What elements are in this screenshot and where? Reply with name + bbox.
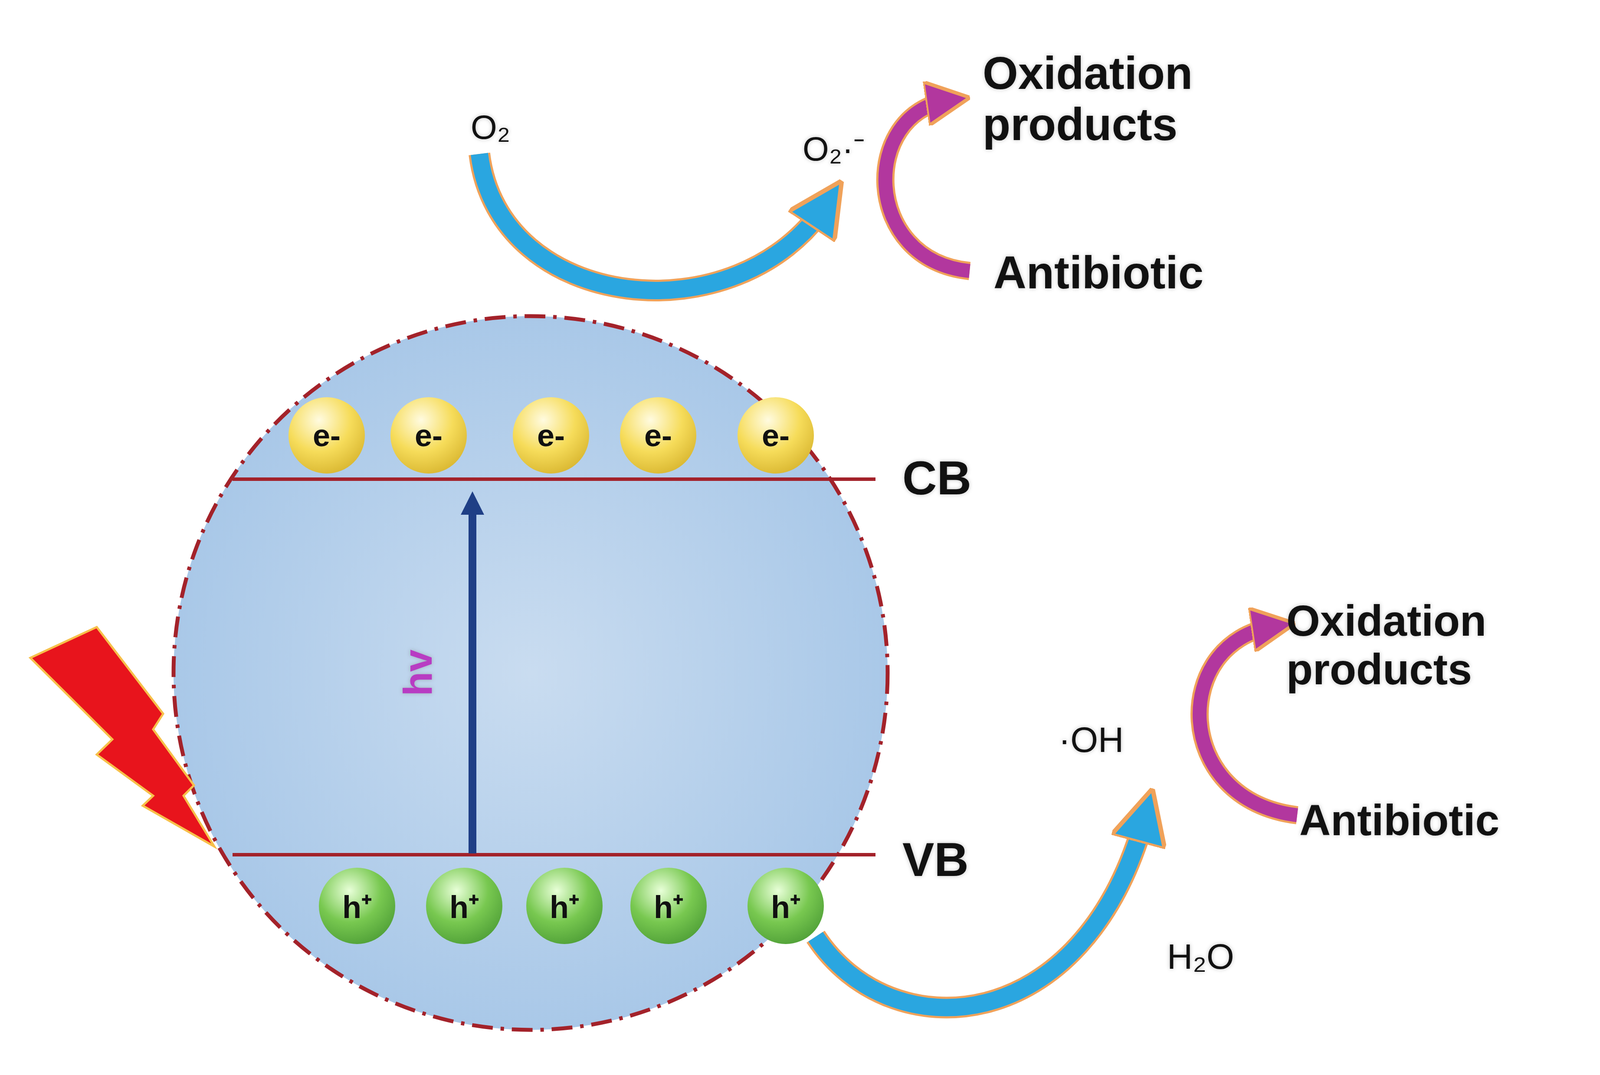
valence-band-line (232, 853, 876, 857)
electron-circle: e- (512, 397, 590, 474)
species-label: ·OH (1058, 720, 1124, 761)
hole-circle: h⁺ (426, 868, 503, 945)
hole-circle: h⁺ (526, 868, 603, 945)
arrow-outline (885, 100, 970, 272)
band-label: CB (902, 451, 972, 505)
light-bolt (30, 627, 215, 847)
reduction-arrow (479, 154, 827, 291)
hole-circle: h⁺ (630, 868, 707, 945)
excitation-arrow (468, 503, 477, 854)
species-label: H₂O (1167, 937, 1235, 978)
electron-label: e- (312, 417, 341, 454)
hole-label: h⁺ (653, 885, 684, 928)
species-label: O₂·⁻ (802, 130, 865, 168)
electron-circle: e- (737, 397, 814, 474)
pollutant-label: Antibiotic (1299, 796, 1500, 845)
electron-label: e- (414, 417, 443, 454)
hole-label: h⁺ (549, 885, 580, 928)
degradation-arrow (885, 100, 970, 272)
band-label: VB (902, 832, 969, 887)
electron-label: e- (644, 417, 673, 454)
product-label: Oxidation products (1286, 596, 1582, 694)
photocatalyst-particle (173, 316, 888, 1031)
hole-circle: h⁺ (747, 868, 824, 945)
hole-label: h⁺ (770, 885, 801, 928)
hole-label: h⁺ (342, 885, 372, 928)
hole-label: h⁺ (449, 885, 479, 928)
electron-circle: e- (619, 397, 697, 474)
arrow-outline (479, 154, 827, 291)
arrow-outline (815, 815, 1146, 1009)
electron-label: e- (761, 417, 790, 454)
electron-circle: e- (390, 397, 467, 474)
oxidation-arrow (815, 815, 1146, 1009)
arrow-outline (1199, 626, 1298, 816)
hole-circle: h⁺ (318, 868, 396, 945)
electron-label: e- (537, 417, 565, 454)
energy-label: hv (395, 649, 441, 697)
conduction-band-line (232, 477, 876, 482)
species-label: O₂ (470, 108, 511, 147)
degradation-arrow (1199, 626, 1298, 816)
electron-circle: e- (288, 397, 365, 474)
pollutant-label: Antibiotic (993, 247, 1204, 299)
product-label: Oxidation products (982, 47, 1287, 150)
